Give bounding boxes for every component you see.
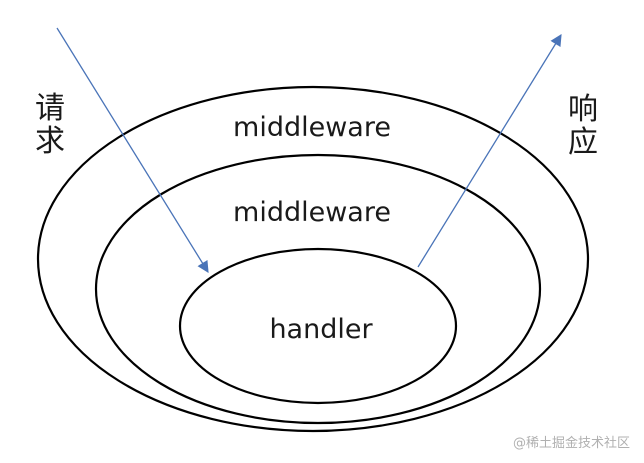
outer-layer-label: middleware — [233, 112, 391, 143]
request-label-char-2: 求 — [35, 124, 65, 159]
request-arrow — [56, 27, 209, 273]
watermark: @稀土掘金技术社区 — [513, 435, 630, 451]
request-label-char-1: 请 — [35, 91, 65, 126]
handler-ring — [178, 247, 458, 405]
middle-layer-label: middleware — [233, 197, 391, 228]
middle-middleware-ring — [94, 153, 542, 425]
response-label-char-1: 响 — [568, 92, 598, 127]
handler-label: handler — [269, 314, 373, 345]
response-arrow — [417, 34, 562, 268]
response-label-char-2: 应 — [568, 125, 598, 160]
outer-middleware-ring — [36, 85, 590, 433]
